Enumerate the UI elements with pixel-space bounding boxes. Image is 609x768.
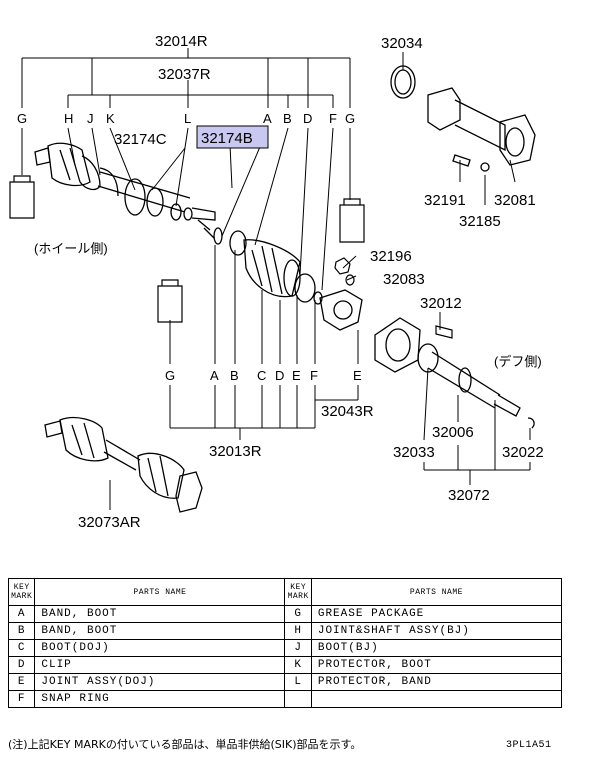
legend-part-name: CLIP — [34, 656, 286, 674]
part-32174C[interactable]: 32174C — [114, 131, 167, 148]
part-32022[interactable]: 32022 — [502, 444, 544, 461]
legend-key: E — [7, 673, 36, 691]
bolt-32191 — [452, 154, 471, 167]
grease-package-left — [9, 181, 35, 219]
washer-32083 — [345, 274, 355, 286]
keymark-top: G — [345, 111, 355, 126]
legend-part-name — [310, 690, 563, 708]
legend-part-name: BOOT(BJ) — [310, 639, 563, 657]
keymark-top: H — [64, 111, 73, 126]
parts-diagram: 32014R 32037R 32174C 32174B 32034 32191 … — [9, 33, 544, 531]
driveshaft-upper — [34, 142, 363, 331]
keymark-bottom: B — [230, 368, 239, 383]
legend-part-name: BAND, BOOT — [34, 605, 286, 623]
part-32185[interactable]: 32185 — [459, 213, 501, 230]
keymark-bottom: C — [257, 368, 266, 383]
legend-key: B — [7, 622, 36, 640]
legend-part-name: JOINT&SHAFT ASSY(BJ) — [310, 622, 563, 640]
oil-seal-32034 — [390, 65, 416, 99]
keymark-top: K — [106, 111, 115, 126]
legend-part-name: SNAP RING — [34, 690, 286, 708]
legend-key: L — [284, 673, 312, 691]
part-32006[interactable]: 32006 — [432, 424, 474, 441]
highlight-box-32174B — [196, 125, 269, 149]
legend-row: D CLIP K PROTECTOR, BOOT — [7, 656, 563, 674]
grease-package-right — [339, 204, 365, 243]
keymark-top: G — [17, 111, 27, 126]
part-32033[interactable]: 32033 — [393, 444, 435, 461]
part-32012[interactable]: 32012 — [420, 295, 462, 312]
keymark-top: B — [283, 111, 292, 126]
legend-key: K — [284, 656, 312, 674]
legend-row: E JOINT ASSY(DOJ) L PROTECTOR, BAND — [7, 673, 563, 691]
driveshaft-assembly — [44, 416, 203, 513]
legend-part-name: PROTECTOR, BOOT — [310, 656, 563, 674]
legend-row: A BAND, BOOT G GREASE PACKAGE — [7, 605, 563, 623]
legend-part-name: BOOT(DOJ) — [34, 639, 286, 657]
keymark-top: A — [263, 111, 272, 126]
part-32013R[interactable]: 32013R — [209, 443, 262, 460]
part-32037R[interactable]: 32037R — [158, 66, 211, 83]
inboard-shaft — [374, 317, 535, 429]
legend-key: D — [7, 656, 36, 674]
legend-part-name: BAND, BOOT — [34, 622, 286, 640]
bolt-32012 — [435, 325, 453, 339]
grease-package-bottom — [157, 285, 183, 323]
legend-key: F — [7, 690, 36, 708]
keymark-top: J — [87, 111, 94, 126]
legend-part-name: PROTECTOR, BAND — [310, 673, 563, 691]
legend-key: J — [284, 639, 312, 657]
part-32073AR[interactable]: 32073AR — [78, 514, 141, 531]
part-32072[interactable]: 32072 — [448, 487, 490, 504]
keymark-bottom: E — [292, 368, 301, 383]
legend-key: H — [284, 622, 312, 640]
diagram-code: 3PL1A51 — [506, 740, 552, 751]
legend-row: F SNAP RING — [7, 690, 563, 708]
part-32083[interactable]: 32083 — [383, 271, 425, 288]
keymark-bottom: D — [275, 368, 284, 383]
header-parts-name: PARTS NAME — [310, 578, 563, 606]
part-32014R[interactable]: 32014R — [155, 33, 208, 50]
keymark-top: L — [184, 111, 191, 126]
legend-key: G — [284, 605, 312, 623]
part-32191[interactable]: 32191 — [424, 192, 466, 209]
bearing-housing — [390, 65, 536, 172]
part-32081[interactable]: 32081 — [494, 192, 536, 209]
legend-part-name: JOINT ASSY(DOJ) — [34, 673, 286, 691]
keymark-top: F — [329, 111, 337, 126]
washer-32185 — [480, 162, 490, 172]
legend-key: A — [7, 605, 36, 623]
keymark-bottom: F — [310, 368, 318, 383]
footnote: (注)上記KEY MARKの付いている部品は、単品非供給(SIK)部品を示す。 — [8, 738, 362, 751]
keymark-bottom: A — [210, 368, 219, 383]
keymark-top: D — [303, 111, 312, 126]
legend-key — [284, 690, 312, 708]
nut-32196 — [334, 257, 351, 275]
part-32034[interactable]: 32034 — [381, 35, 423, 52]
legend-key: C — [7, 639, 36, 657]
part-32043R[interactable]: 32043R — [321, 403, 374, 420]
legend-row: C BOOT(DOJ) J BOOT(BJ) — [7, 639, 563, 657]
part-32174B[interactable]: 32174B — [201, 130, 253, 147]
legend-part-name: GREASE PACKAGE — [310, 605, 563, 623]
part-32196[interactable]: 32196 — [370, 248, 412, 265]
keymark-bottom: G — [165, 368, 175, 383]
keymark-bottom: E — [353, 368, 362, 383]
header-parts-name: PARTS NAME — [34, 578, 286, 606]
diff-side-label: (デフ側) — [494, 354, 542, 369]
legend-row: B BAND, BOOT H JOINT&SHAFT ASSY(BJ) — [7, 622, 563, 640]
wheel-side-label: (ホイール側) — [34, 241, 108, 256]
